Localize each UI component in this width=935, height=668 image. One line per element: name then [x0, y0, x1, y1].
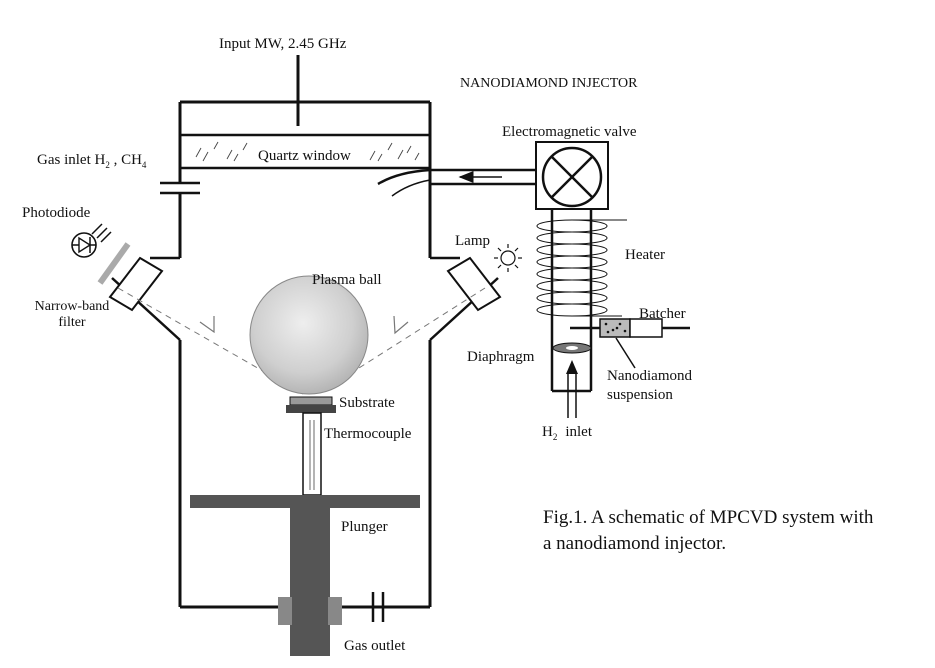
input-mw-label: Input MW, 2.45 GHz [219, 36, 347, 52]
thermocouple-label: Thermocouple [324, 426, 412, 442]
substrate [286, 396, 336, 413]
thermocouple [302, 412, 322, 496]
heater-coil [536, 219, 627, 317]
gas-inlet-port [160, 181, 200, 195]
photodiode-icon [71, 223, 112, 258]
injector-tube [550, 209, 593, 393]
figure-caption-line2: a nanodiamond injector. [543, 533, 726, 554]
quartz-window [180, 133, 430, 170]
figure-caption-line1: Fig.1. A schematic of MPCVD system with [543, 507, 874, 528]
gas-outlet-port [371, 592, 385, 622]
diaphragm [552, 342, 592, 354]
injector-title: NANODIAMOND INJECTOR [460, 76, 638, 91]
plunger [190, 495, 420, 656]
heater-label: Heater [625, 247, 665, 263]
nd-suspension-label-line2: suspension [607, 387, 673, 403]
plasma-ball-label: Plasma ball [312, 272, 382, 288]
lamp-icon [494, 244, 522, 272]
em-valve-label: Electromagnetic valve [502, 124, 637, 140]
lamp-label: Lamp [455, 233, 490, 249]
batcher-label: Batcher [639, 306, 686, 322]
narrow-band-filter-label: Narrow-band [35, 299, 110, 314]
quartz-window-label: Quartz window [258, 148, 351, 164]
substrate-label: Substrate [339, 395, 395, 411]
left-window-arm [97, 242, 181, 341]
injection-nozzle [377, 168, 536, 197]
batcher [570, 318, 690, 369]
gas-inlet-label: Gas inlet H2 , CH4 [37, 152, 147, 170]
narrow-band-filter-label-line2: filter [58, 315, 86, 330]
right-window-arm [429, 256, 502, 341]
diaphragm-label: Diaphragm [467, 349, 535, 365]
electromagnetic-valve-icon [535, 141, 609, 210]
plunger-label: Plunger [341, 519, 388, 535]
photodiode-label: Photodiode [22, 205, 91, 221]
gas-outlet-label: Gas outlet [344, 638, 406, 654]
h2-inlet-arrow [566, 360, 578, 418]
nd-suspension-label: Nanodiamond [607, 368, 692, 384]
plasma-ball [249, 275, 369, 395]
